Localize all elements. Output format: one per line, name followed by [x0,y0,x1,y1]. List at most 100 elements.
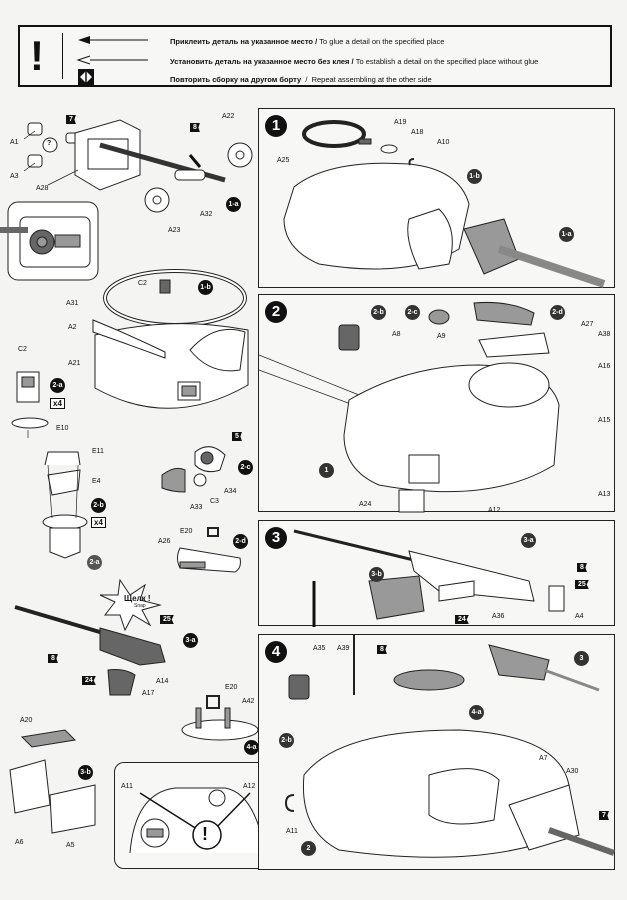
detail-inset: A11 A12 ! [114,762,271,869]
part-label: A13 [598,491,611,498]
part-label: A12 [243,783,256,790]
ref-badge: 1 [319,463,334,478]
ref-badge: 2-b [371,305,386,320]
part-label: C3 [210,498,219,505]
substep-badge: 2-c [238,460,253,475]
part-label: A14 [156,678,169,685]
cement-star-icon: 8 [48,654,58,663]
part-label: A27 [581,321,594,328]
part-label: A8 [392,331,401,338]
substep-3b: A20 A6 A5 3-b [0,715,110,849]
step-3-illustration [293,529,565,627]
ref-badge: 1-a [559,227,574,242]
quantity-badge: x4 [91,517,106,528]
question-icon: ? [47,140,52,147]
part-label: A32 [200,211,213,218]
substep-badge: 2-b [91,498,106,513]
part-label: A17 [142,690,155,697]
part-label: A18 [411,129,424,136]
part-label: A15 [598,417,611,424]
snap-label-ru: Щелк ! [124,594,151,603]
substep-badge: 1-a [226,197,241,212]
legend-box: ! Приклеить деталь на указанное место / … [18,25,612,87]
part-label: E20 [225,684,238,691]
part-label: A19 [394,119,407,126]
detail-illustration [129,787,266,854]
step-3-panel: 3 A36 A4 3-a 3-b 8 25 24 [258,520,615,627]
part-label: A36 [492,613,505,620]
part-label: A38 [598,331,611,338]
substep-2b-illustration [42,451,88,559]
substep-3a: Щелк ! Snap 8 24 25 A14 A17 3-a [0,570,200,700]
part-label: C2 [18,346,27,353]
step-number-badge: 1 [265,115,287,137]
part-label: A2 [68,324,77,331]
cement-star-icon: 5 [232,432,242,441]
ref-badge: 3-a [521,533,536,548]
step-2-illustration [258,302,560,513]
part-label: E20 [180,528,193,535]
ref-badge: 3-b [369,567,384,582]
part-label: A39 [337,645,350,652]
step-4-illustration [284,635,616,858]
cement-star-icon: 24 [455,615,469,624]
ref-badge: 1-b [467,169,482,184]
part-label: A11 [286,828,298,835]
part-label: A21 [68,360,81,367]
legend-divider [62,33,63,79]
ref-badge: 2-d [550,305,565,320]
snap-label-en: Snap [134,603,146,609]
legend-row-no-glue: Установить деталь на указанное место без… [170,57,539,66]
part-label: A4 [575,613,584,620]
substep-badge: 3-b [78,765,93,780]
cement-star-icon: 8 [377,645,387,654]
part-label: A20 [20,717,33,724]
ref-badge: 2-b [279,733,294,748]
part-label: E11 [92,448,104,455]
substep-2b: E11 E4 2-b x4 2-a [0,440,130,570]
part-label: C2 [138,280,147,287]
part-label: A35 [313,645,326,652]
part-label: A1 [10,139,19,146]
part-label: A12 [488,507,501,514]
part-label: A7 [539,755,548,762]
substep-3b-illustration [9,729,96,834]
cement-star-icon: 7 [66,115,76,124]
substep-badge: 3-a [183,633,198,648]
cement-star-icon: 7 [599,811,609,820]
substep-2d: E20 A26 2-d [150,520,260,580]
part-label: A28 [36,185,49,192]
part-label: A10 [437,139,450,146]
part-label: E4 [92,478,101,485]
substep-1a: 7 8 A1 A3 A28 A22 A23 A32 ? 1-a [0,105,260,285]
part-label: A42 [242,698,255,705]
part-label: A24 [359,501,372,508]
part-label: A30 [566,768,579,775]
cement-star-icon: 24 [82,676,96,685]
substep-1b-illustration [11,269,249,438]
substep-2d-illustration [177,527,241,573]
step-number-badge: 2 [265,301,287,323]
hollow-arrow-left-icon [76,55,148,65]
part-label: A26 [158,538,171,545]
substep-3a-illustration [14,578,166,696]
part-label: A3 [10,173,19,180]
substep-1b: C2 A31 A2 A21 1-b [0,260,260,440]
part-label: A6 [15,839,24,846]
substep-badge: 1-b [198,280,213,295]
step-4-panel: 4 A35 A39 A7 A30 A11 3 4-a 2-b 2 8 7 [258,634,616,870]
cement-star-icon: 25 [575,580,589,589]
cement-star-icon: 8 [190,123,200,132]
warning-icon: ! [202,824,208,844]
part-label: A25 [277,157,290,164]
ref-badge: 2 [301,841,316,856]
substep-badge: 4-a [244,740,259,755]
part-label: A9 [437,333,446,340]
ref-badge: 2-c [405,305,420,320]
legend-row-glue: Приклеить деталь на указанное место / To… [170,37,445,46]
part-label: E10 [56,425,69,432]
substep-1a-illustration [0,119,253,281]
ref-badge: 3 [574,651,589,666]
step-number-badge: 4 [265,641,287,663]
substep-2c: 5 A34 A33 C3 2-c [150,430,260,511]
